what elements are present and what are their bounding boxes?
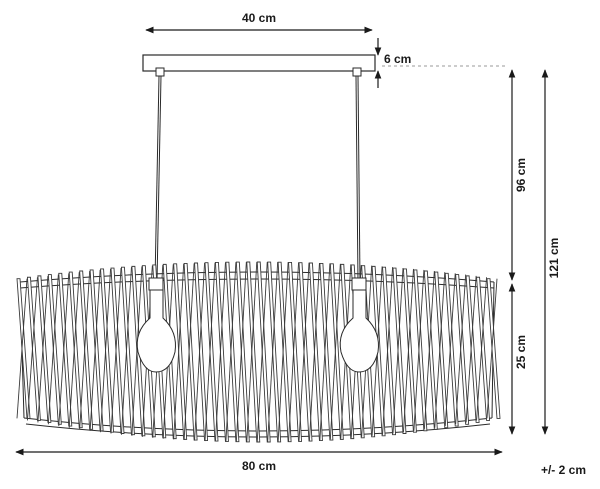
dimension-canopy-height: 6 cm xyxy=(374,38,505,88)
slat xyxy=(288,261,303,442)
dimension-drop-length: 96 cm xyxy=(508,69,528,281)
total-height-label: 121 cm xyxy=(547,238,561,279)
shade-height-label: 25 cm xyxy=(514,335,528,369)
slat xyxy=(183,262,198,441)
slat xyxy=(267,261,282,443)
slat xyxy=(100,268,115,433)
dimension-total-height: 121 cm xyxy=(541,69,561,435)
slat-cross xyxy=(26,277,38,421)
slat-cross xyxy=(173,263,185,440)
slat-cross xyxy=(100,268,112,433)
slat xyxy=(413,269,428,432)
slat-cross xyxy=(308,262,320,441)
slat-cross xyxy=(277,262,289,442)
slat-cross xyxy=(256,261,268,443)
slat-cross xyxy=(204,262,216,442)
slat xyxy=(79,270,94,430)
slat-cross xyxy=(68,272,80,428)
slat-cross xyxy=(120,267,132,435)
slat-cross xyxy=(194,262,206,441)
dimension-canopy-width: 40 cm xyxy=(145,11,373,34)
slat-cross xyxy=(434,272,446,428)
slat xyxy=(194,262,209,442)
slat xyxy=(465,275,480,423)
slat-cross xyxy=(382,267,394,435)
slat-cross xyxy=(329,263,341,440)
slat-cross xyxy=(319,263,331,441)
slat xyxy=(434,271,449,429)
slat xyxy=(68,271,83,429)
ceiling-canopy xyxy=(142,54,376,77)
slat-cross xyxy=(214,262,226,442)
slat xyxy=(47,274,62,425)
slat-cross xyxy=(131,266,143,436)
slat xyxy=(382,266,397,436)
slat-cross xyxy=(298,262,310,442)
slat xyxy=(235,261,250,443)
bulb-right xyxy=(339,277,379,373)
slat-cross xyxy=(402,268,414,433)
slat xyxy=(204,262,219,442)
rattan-slats xyxy=(16,261,501,443)
dimension-shade-height: 25 cm xyxy=(508,283,528,435)
slat-cross xyxy=(235,262,247,442)
slat-cross xyxy=(47,274,59,425)
dimension-shade-width: 80 cm xyxy=(15,448,503,473)
slat xyxy=(455,274,470,425)
slat-cross xyxy=(79,270,91,430)
slat-cross xyxy=(423,270,435,430)
slat-cross xyxy=(37,275,49,423)
slat-cross xyxy=(455,274,467,425)
slat-cross xyxy=(183,263,195,441)
slat-cross xyxy=(225,262,237,442)
slat-cross xyxy=(110,267,122,434)
slat xyxy=(26,276,41,421)
slat xyxy=(214,261,229,442)
slat xyxy=(89,269,104,432)
slat xyxy=(120,266,135,436)
slat-cross xyxy=(392,267,404,434)
slat xyxy=(319,262,334,441)
slat-cross xyxy=(476,277,488,421)
slat-cross xyxy=(89,269,101,431)
slat xyxy=(423,270,438,430)
slat xyxy=(58,272,73,427)
slat-cross xyxy=(486,278,498,419)
slat xyxy=(308,262,323,442)
slat xyxy=(110,267,125,434)
tolerance-note: +/- 2 cm xyxy=(540,463,586,477)
suspension-cables xyxy=(154,75,361,283)
slat xyxy=(256,261,271,443)
slat xyxy=(486,278,501,419)
slat xyxy=(402,268,417,433)
slat xyxy=(16,278,31,419)
slat-cross xyxy=(288,262,300,442)
slat xyxy=(225,261,240,443)
slat xyxy=(277,261,292,443)
slat-cross xyxy=(465,275,477,423)
bulb-left xyxy=(136,277,176,373)
slat-cross xyxy=(246,261,258,443)
shade-width-label: 80 cm xyxy=(242,459,276,473)
slat-cross xyxy=(58,273,70,427)
slat xyxy=(476,276,491,421)
slat-cross xyxy=(413,269,425,431)
drop-length-label: 96 cm xyxy=(514,158,528,192)
slat-cross xyxy=(444,273,456,427)
canopy-height-label: 6 cm xyxy=(384,52,411,66)
slat xyxy=(444,272,459,427)
slat xyxy=(246,261,261,443)
slat xyxy=(329,263,344,440)
canopy-width-label: 40 cm xyxy=(242,11,276,25)
slat-cross xyxy=(267,262,279,442)
slat xyxy=(173,263,188,440)
slat-cross xyxy=(16,278,28,419)
slat xyxy=(37,275,52,423)
slat xyxy=(298,262,313,442)
slat xyxy=(392,267,407,434)
